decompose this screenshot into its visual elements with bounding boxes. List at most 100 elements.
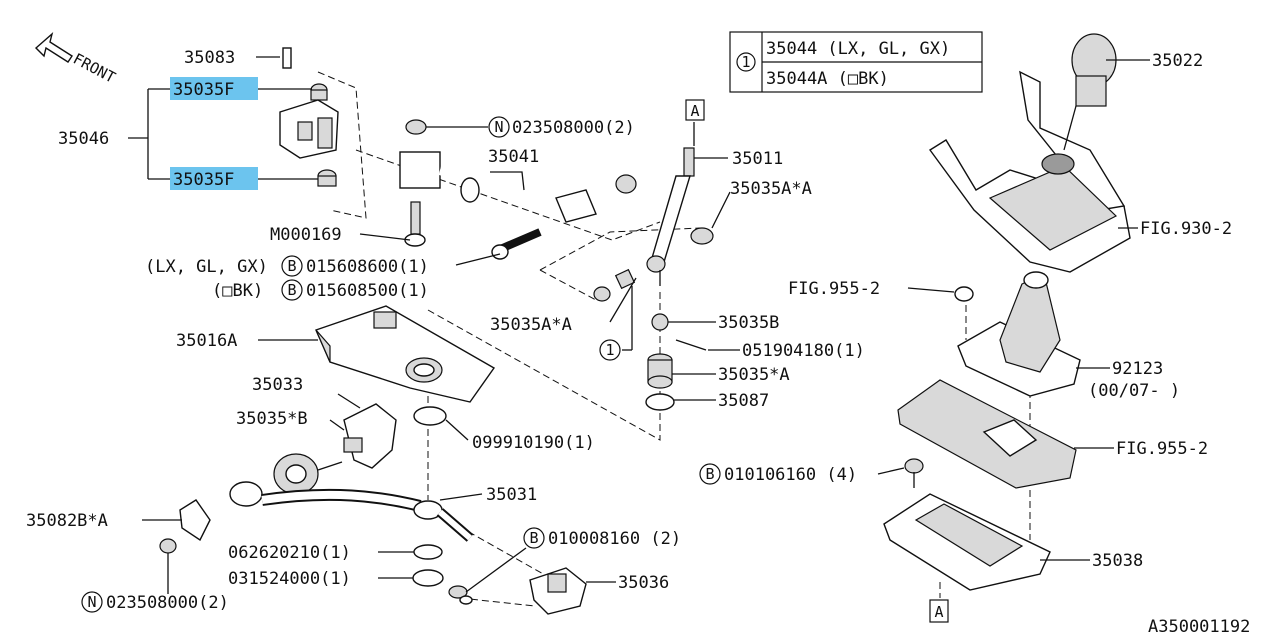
bracket-35046-part	[279, 99, 339, 159]
symbol-b-010106160-text: B	[705, 465, 714, 483]
bushing-35035-b-part	[273, 453, 343, 495]
legend-box: 1 35044 (LX, GL, GX) 35044A (□BK)	[729, 31, 983, 93]
bushing-35035a-a-mid-part	[593, 268, 636, 302]
callout-35082b-a[interactable]: 35082B*A	[26, 511, 108, 531]
legend-number-symbol	[736, 52, 756, 72]
circle-1-mid: 1	[599, 339, 621, 361]
bolt-010008160-part	[448, 585, 473, 605]
front-arrow-icon	[34, 32, 73, 63]
bushing-35035-a-part	[647, 353, 673, 389]
bushing-35035a-a-top-part	[690, 227, 714, 245]
callout-92123-note: (00/07- )	[1088, 381, 1180, 401]
nut-top-part	[405, 119, 427, 135]
plate-35082b-a-part	[179, 499, 211, 542]
pin-35083-part	[282, 47, 292, 69]
callout-35083[interactable]: 35083	[184, 48, 235, 68]
callout-35036[interactable]: 35036	[618, 573, 669, 593]
bracket-35036-part	[529, 567, 587, 615]
circle-1-mid-text: 1	[605, 341, 614, 359]
symbol-b-010106160: B	[699, 463, 721, 485]
nut-bottom-part	[159, 538, 177, 554]
screw-010106160-part	[904, 458, 924, 488]
bracket-35033-part	[343, 403, 397, 469]
symbol-n-bottom-text: N	[87, 593, 96, 611]
symbol-n-top: N	[488, 116, 510, 138]
legend-row-2: 35044A (□BK)	[766, 69, 889, 89]
washer-062620210-part	[413, 544, 443, 560]
symbol-b-010008160: B	[523, 527, 545, 549]
symbol-n-bottom: N	[81, 591, 103, 613]
symbol-b-015608500-text: B	[287, 281, 296, 299]
callout-35046[interactable]: 35046	[58, 129, 109, 149]
ref-a-top-text: A	[690, 102, 699, 120]
legend-row-1: 35044 (LX, GL, GX)	[766, 39, 950, 59]
callout-015608500[interactable]: 015608500(1)	[306, 281, 429, 301]
clip-031524000-part	[412, 569, 444, 587]
bushing-35041-part	[615, 174, 637, 194]
lever-35011-part	[646, 147, 695, 286]
symbol-b-015608600-text: B	[287, 257, 296, 275]
bolt-015608600-part	[491, 228, 542, 260]
callout-023508000-bottom[interactable]: 023508000(2)	[106, 593, 229, 613]
callout-m000169[interactable]: M000169	[270, 225, 342, 245]
callout-062620210[interactable]: 062620210(1)	[228, 543, 351, 563]
callout-010106160[interactable]: 010106160 (4)	[724, 465, 857, 485]
screw-fig955-part	[954, 286, 974, 302]
callout-015608600-prefix: (LX, GL, GX)	[145, 257, 268, 277]
callout-031524000[interactable]: 031524000(1)	[228, 569, 351, 589]
boot-92123-part	[957, 271, 1081, 397]
bolt-m000169-part	[404, 201, 426, 247]
washer-35087-part	[645, 393, 675, 411]
callout-010008160[interactable]: 010008160 (2)	[548, 529, 681, 549]
callout-015608500-prefix: (□BK)	[212, 281, 263, 301]
knob-35022-part	[1071, 33, 1117, 107]
symbol-b-015608600: B	[281, 255, 303, 277]
callout-35011[interactable]: 35011	[732, 149, 783, 169]
callout-fig955-2-top[interactable]: FIG.955-2	[788, 279, 880, 299]
callout-35035-b[interactable]: 35035*B	[236, 409, 308, 429]
bushing-35035f-top-part	[310, 83, 328, 101]
callout-92123[interactable]: 92123	[1112, 359, 1163, 379]
symbol-n-top-text: N	[494, 118, 503, 136]
callout-35035a-a-top[interactable]: 35035A*A	[730, 179, 812, 199]
callout-35035b[interactable]: 35035B	[718, 313, 779, 333]
callout-35035a-a-mid[interactable]: 35035A*A	[490, 315, 572, 335]
callout-015608600[interactable]: 015608600(1)	[306, 257, 429, 277]
ref-a-bottom: A	[929, 599, 949, 623]
callout-051904180[interactable]: 051904180(1)	[742, 341, 865, 361]
symbol-b-015608500: B	[281, 279, 303, 301]
callout-35022[interactable]: 35022	[1152, 51, 1203, 71]
callout-35035f-top[interactable]: 35035F	[173, 80, 234, 100]
highlight-35035f-bottom	[170, 167, 258, 190]
callout-fig955-2-bottom[interactable]: FIG.955-2	[1116, 439, 1208, 459]
callout-35087[interactable]: 35087	[718, 391, 769, 411]
frame-35038-part	[883, 493, 1051, 591]
callout-099910190[interactable]: 099910190(1)	[472, 433, 595, 453]
ref-a-bottom-text: A	[934, 603, 943, 621]
callout-023508000-top[interactable]: 023508000(2)	[512, 118, 635, 138]
leader-lines	[128, 56, 1150, 594]
front-label: FRONT	[70, 50, 118, 87]
rod-35041-part	[399, 151, 597, 223]
callout-35038[interactable]: 35038	[1092, 551, 1143, 571]
callout-35035f-bottom[interactable]: 35035F	[173, 170, 234, 190]
callout-fig930-2[interactable]: FIG.930-2	[1140, 219, 1232, 239]
rod-35031-part	[229, 481, 474, 542]
callout-35035-a[interactable]: 35035*A	[718, 365, 790, 385]
plate-fig955-part	[897, 379, 1077, 489]
housing-35016a-part	[315, 305, 496, 403]
diagram-id: A350001192	[1148, 617, 1250, 637]
callout-35041[interactable]: 35041	[488, 147, 539, 167]
washer-099910190-part	[413, 406, 447, 426]
highlight-35035f-top	[170, 77, 258, 100]
symbol-b-010008160-text: B	[529, 529, 538, 547]
callout-35033[interactable]: 35033	[252, 375, 303, 395]
bushing-35035f-bottom-part	[317, 169, 337, 187]
ref-a-top: A	[685, 99, 705, 121]
legend-number: 1	[741, 53, 750, 71]
callout-35016a[interactable]: 35016A	[176, 331, 237, 351]
console-fig930-part	[928, 70, 1131, 273]
callout-35031[interactable]: 35031	[486, 485, 537, 505]
